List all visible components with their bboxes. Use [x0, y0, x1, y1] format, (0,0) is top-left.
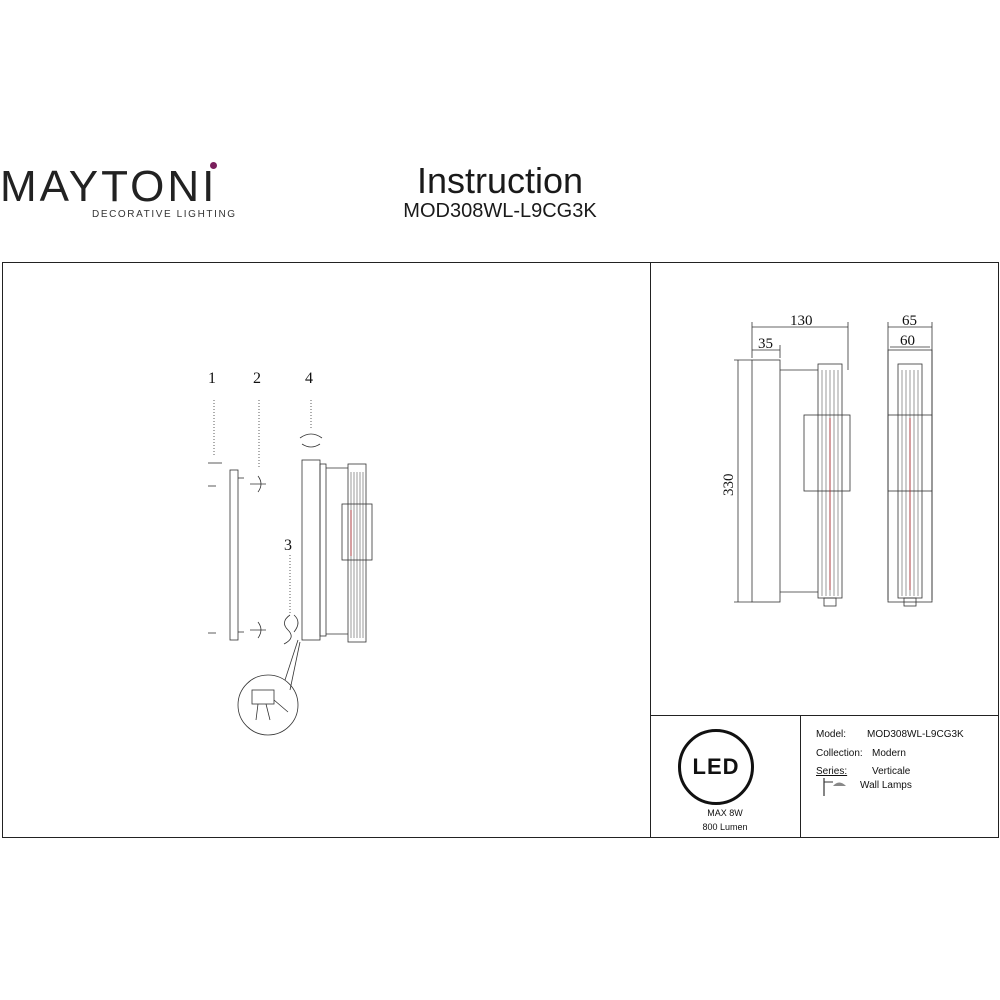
model-label: Model:	[816, 729, 847, 740]
wall-lamp-icon	[823, 778, 846, 796]
model-value: MOD308WL-L9CG3K	[867, 729, 964, 740]
vertical-divider	[650, 262, 651, 838]
dimension-width: 130	[790, 313, 813, 329]
step-number-1: 1	[208, 370, 216, 387]
led-badge-label: LED	[692, 754, 740, 779]
power-rating: MAX 8W	[707, 808, 743, 818]
dimension-diagram: 130 35 65 60 330	[721, 313, 933, 607]
brand-logo: MAYTONI	[0, 162, 222, 212]
step-number-3: 3	[284, 537, 292, 554]
collection-value: Modern	[872, 748, 906, 759]
step-number-4: 4	[305, 370, 313, 387]
type-value: Wall Lamps	[860, 780, 912, 791]
brand-tagline: DECORATIVE LIGHTING	[92, 209, 237, 220]
instruction-frame	[2, 262, 999, 838]
dimension-height: 330	[721, 474, 737, 497]
series-label: Series:	[816, 766, 848, 777]
step-number-2: 2	[253, 370, 261, 387]
dimension-side-inner: 60	[900, 333, 915, 349]
dimension-side-outer: 65	[902, 313, 917, 329]
horizontal-divider	[650, 715, 999, 716]
brand-logo-dot	[210, 162, 217, 169]
info-divider	[800, 715, 801, 838]
led-badge: LED	[678, 729, 754, 805]
collection-label: Collection:	[816, 748, 863, 759]
page-title: Instruction	[416, 160, 584, 201]
brand-name: MAYTONI	[0, 162, 218, 211]
model-code: MOD308WL-L9CG3K	[403, 200, 597, 222]
dimension-depth-base: 35	[758, 336, 773, 352]
assembly-diagram: 1 2 4 3	[208, 370, 373, 736]
series-value: Verticale	[872, 766, 911, 777]
lumen-rating: 800 Lumen	[702, 822, 748, 832]
